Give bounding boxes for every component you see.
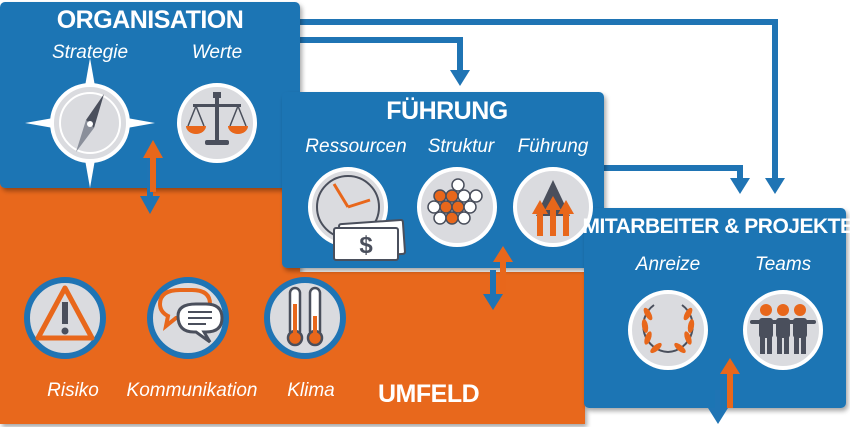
fuehrung-title: FÜHRUNG [386,97,508,125]
connector-fuehrung-to-mitarbeiter [600,165,743,180]
label-werte: Werte [191,42,243,63]
laurel-wreath-icon [628,290,708,370]
label-anreize: Anreize [635,254,701,275]
arrowhead-to-fuehrung [450,70,470,86]
double-arrow-mitarbeiter-umfeld [708,358,740,424]
umfeld-title: UMFELD [378,380,480,408]
speech-bubbles-icon [147,277,229,359]
label-teams: Teams [754,254,812,275]
label-strategie: Strategie [51,42,129,63]
label-ressourcen: Ressourcen [305,136,407,157]
label-risiko: Risiko [47,380,99,401]
label-fuehrung: Führung [517,136,589,157]
arrowhead-fuehrung-to-mitarbeiter [730,178,750,194]
thermometer-icon [264,277,346,359]
team-icon [743,290,823,370]
honeycomb-icon [417,167,497,247]
organisation-title: ORGANISATION [56,6,244,34]
arrows-up-icon [513,167,593,247]
compass-icon [25,58,155,188]
arrowhead-org-to-mitarbeiter [765,178,785,194]
label-kommunikation: Kommunikation [126,380,258,401]
label-klima: Klima [287,380,335,401]
clock-money-icon: $ [308,167,406,261]
connector-org-to-mitarbeiter [300,19,778,180]
connector-org-to-fuehrung [300,37,463,72]
mitarbeiter-title: MITARBEITER & PROJEKTE [582,215,850,238]
scales-icon [177,83,257,163]
warning-icon [24,277,106,359]
double-arrow-fuehrung-umfeld [483,246,513,310]
double-arrow-org-umfeld [140,140,163,214]
svg-text:$: $ [359,232,373,259]
label-struktur: Struktur [427,136,495,157]
